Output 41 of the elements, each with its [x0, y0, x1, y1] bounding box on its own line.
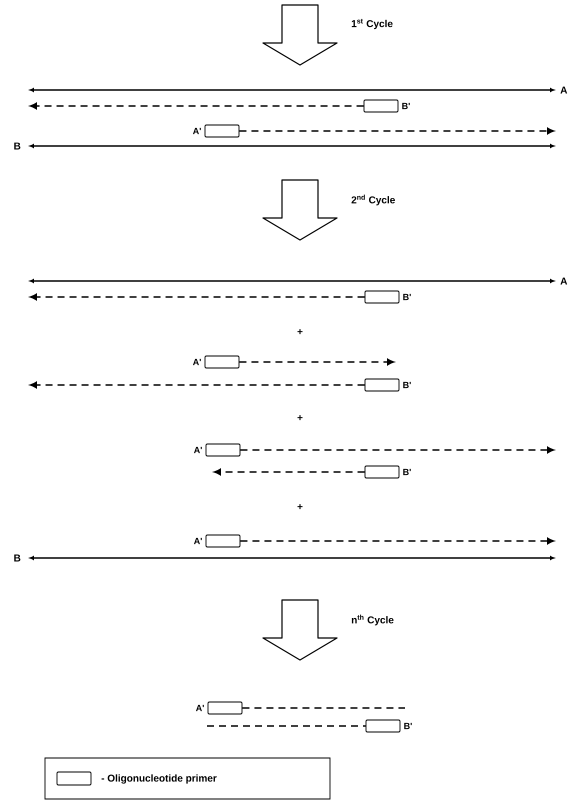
primer-label: B': [403, 468, 411, 476]
primer-label: A': [194, 538, 202, 544]
primer-label: B': [403, 382, 411, 388]
dna-strand: [240, 446, 554, 454]
plus-sign: +: [298, 329, 303, 334]
plus-sign: +: [298, 415, 303, 420]
primer-label: B': [404, 722, 412, 730]
primer-box: [366, 720, 400, 732]
dna-strand: [239, 358, 394, 366]
primer-box: [364, 290, 400, 304]
strand-label: B: [14, 142, 20, 150]
primer-box: [204, 124, 240, 138]
strand-label: A: [560, 86, 568, 94]
primer-box: [208, 702, 242, 714]
dna-strand: [30, 102, 364, 110]
strand-label: B: [14, 554, 20, 562]
primer-label: A': [192, 358, 201, 366]
dna-strand: [207, 725, 366, 727]
primer-label: A': [196, 704, 204, 712]
legend: - Oligonucleotide primer: [44, 758, 330, 800]
primer-box: [204, 356, 240, 368]
primer-label: B': [402, 102, 410, 110]
cycle-label: 2$^{nd}$ Cycle: [352, 194, 395, 206]
dna-strand: [242, 707, 405, 709]
cycle-label: n$^{th}$ Cycle: [352, 614, 394, 626]
primer-box: [364, 378, 400, 392]
primer-label: A': [194, 446, 202, 454]
primer-box: [364, 466, 400, 478]
dna-strand: [239, 128, 554, 134]
dna-strand: [240, 538, 554, 544]
plus-sign: +: [298, 504, 303, 510]
primer-label: B': [403, 294, 411, 300]
dna-strand: [214, 468, 365, 476]
primer-box: [364, 100, 398, 112]
cycle-label: 1$^{st}$ Cycle: [352, 18, 393, 30]
dna-strand: [30, 382, 365, 388]
dna-strand: [30, 294, 365, 300]
strand-label: A: [560, 278, 568, 284]
primer-label: A': [192, 128, 201, 134]
primer-box: [206, 444, 240, 456]
primer-box: [206, 534, 240, 548]
